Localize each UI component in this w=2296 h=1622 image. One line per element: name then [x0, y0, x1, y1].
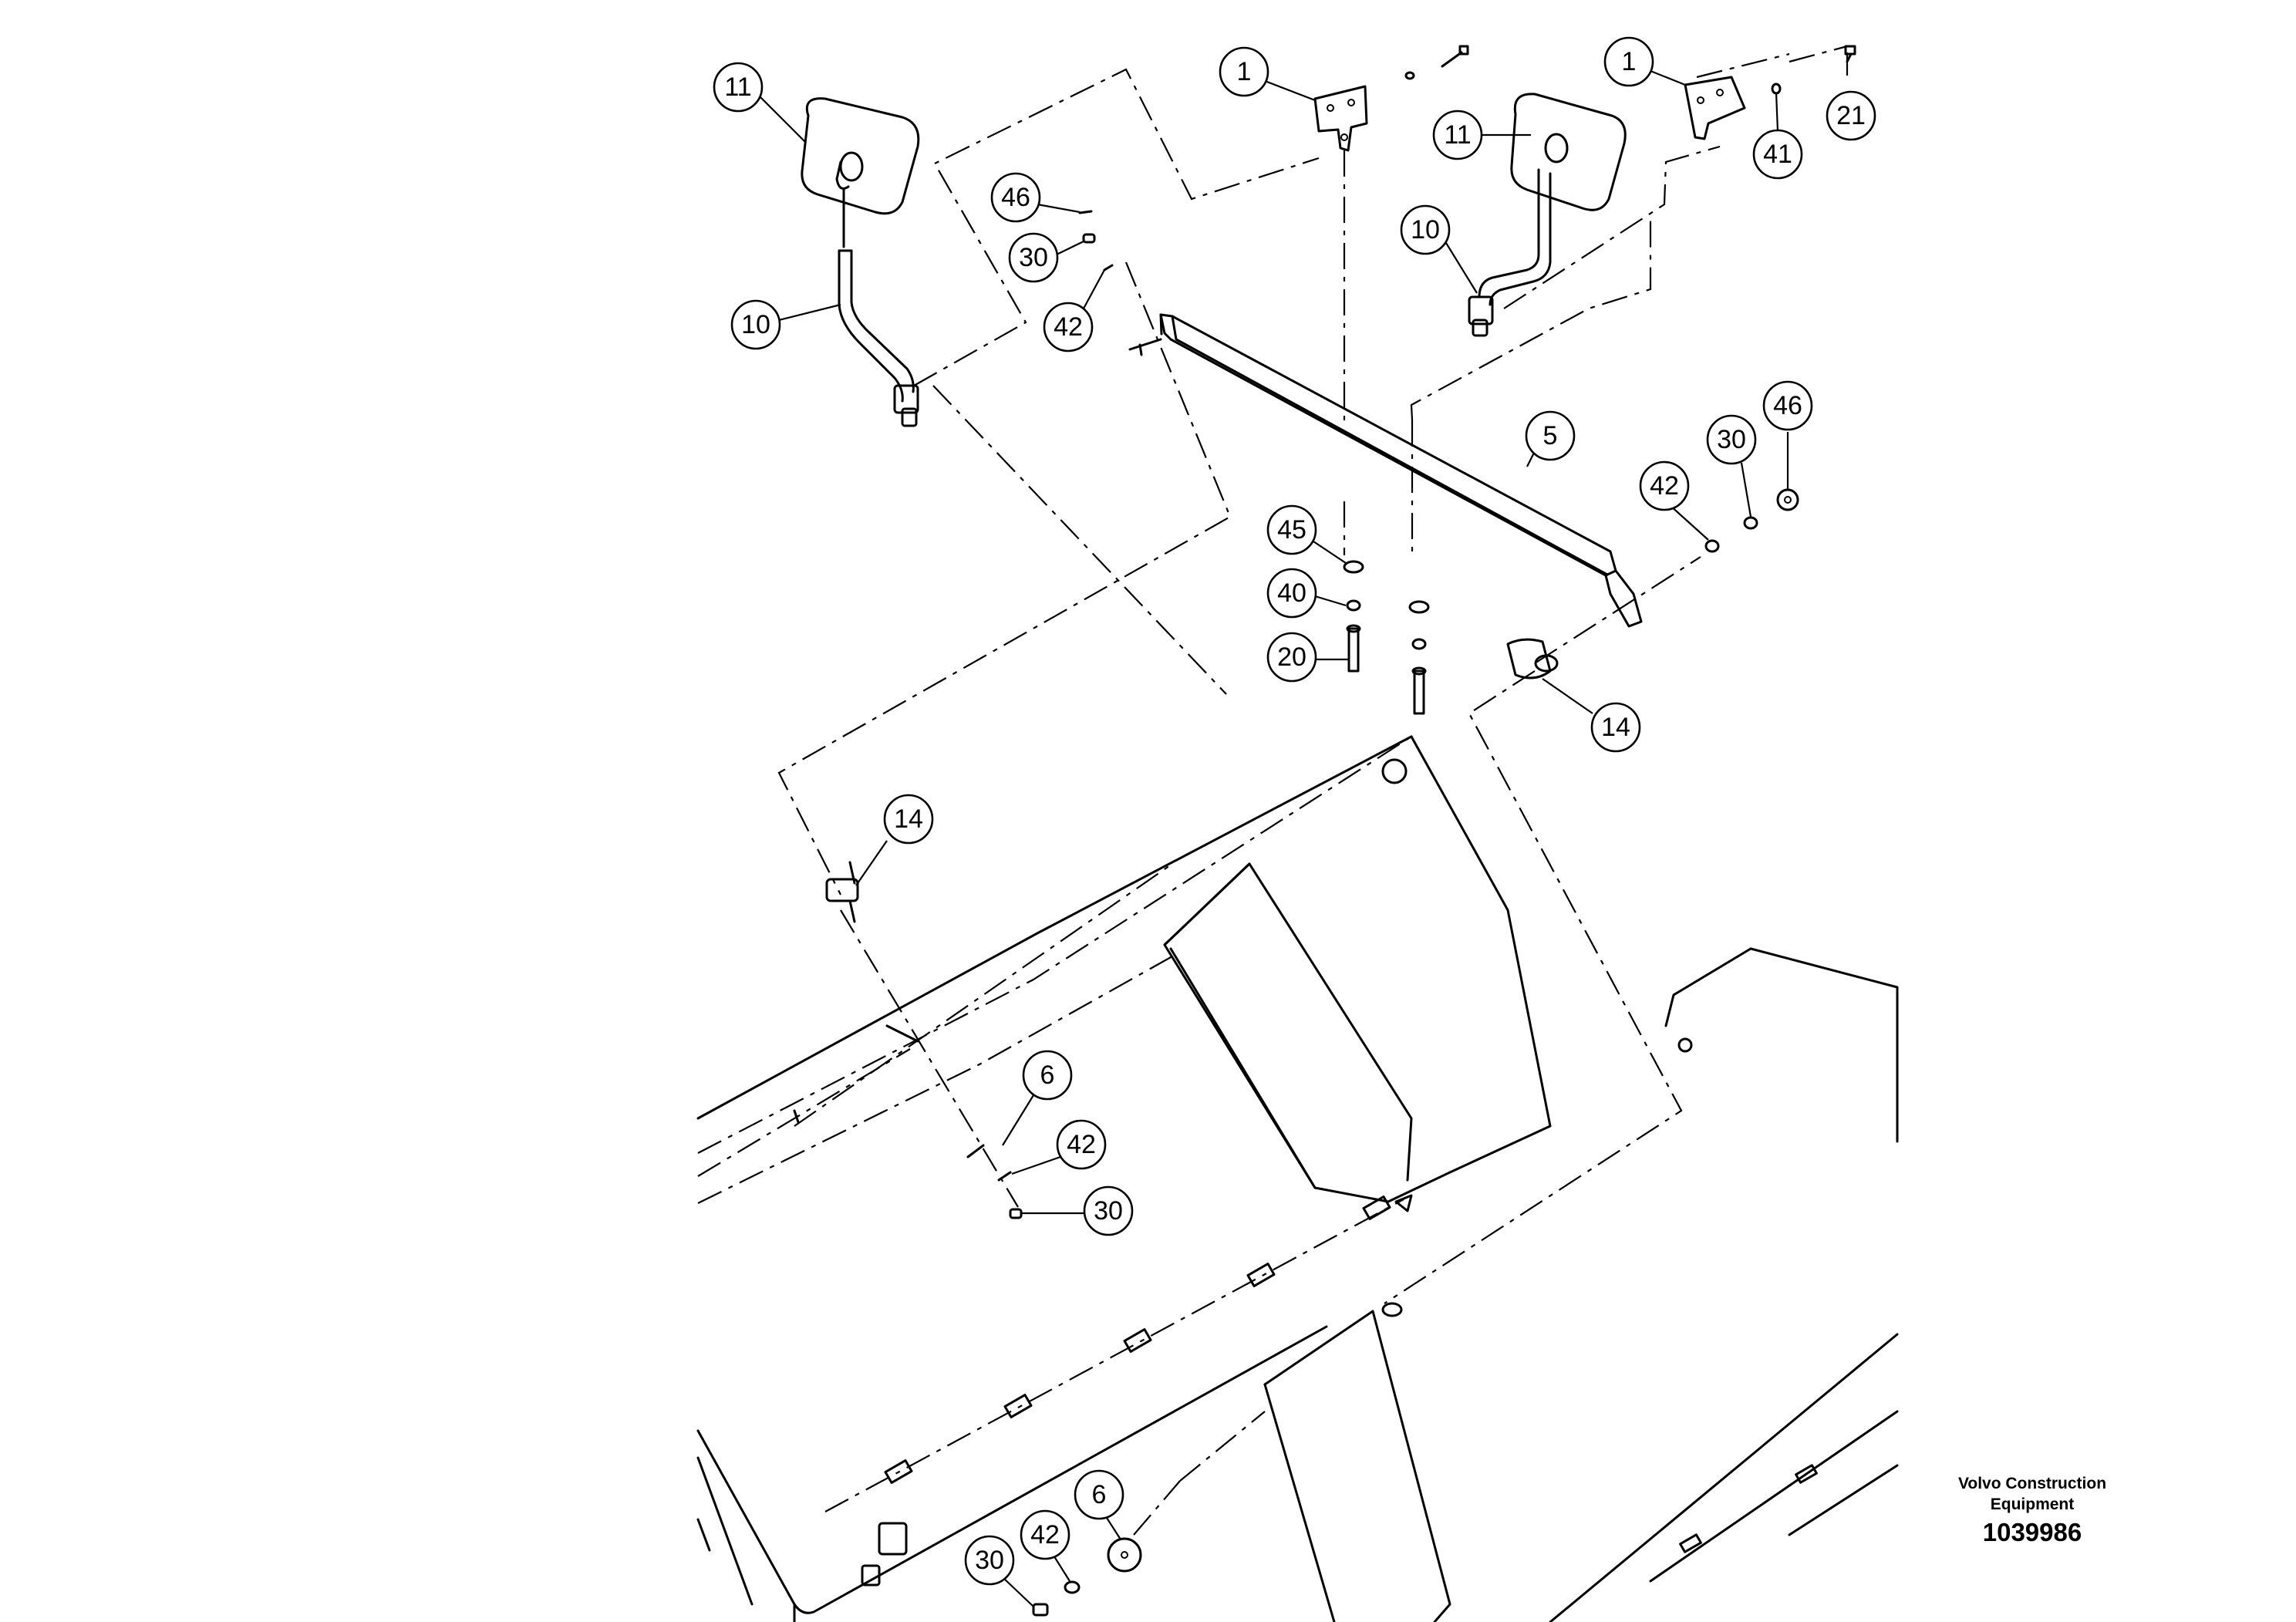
lower-right-panel — [1263, 947, 1899, 1622]
callout-label: 30 — [1717, 425, 1746, 454]
callout-14b: 14 — [855, 794, 934, 886]
callout-label: 11 — [1444, 120, 1471, 150]
callout-46a: 46 — [990, 172, 1081, 223]
assembly-lines — [697, 45, 1848, 1512]
left-mirror-arm — [838, 249, 919, 427]
callout-11b: 11 — [1432, 110, 1531, 160]
drawing-number: 1039986 — [1982, 1518, 2082, 1546]
callout-label: 14 — [1601, 713, 1630, 742]
callout-circle — [990, 172, 1041, 223]
callout-label: 42 — [1030, 1520, 1060, 1549]
hinge-rod — [884, 1194, 1413, 1484]
left-mirror — [801, 97, 920, 248]
callout-30b: 30 — [1706, 414, 1757, 518]
callout-circle — [1525, 410, 1576, 461]
callout-label: 30 — [1094, 1196, 1123, 1226]
callout-label: 46 — [1001, 183, 1030, 212]
callout-circle — [730, 299, 781, 350]
lower-bolts — [1343, 560, 1430, 715]
mounting-bar — [1128, 313, 1643, 628]
callout-41: 41 — [1752, 92, 1803, 180]
callout-circle — [1590, 702, 1641, 753]
callout-label: 42 — [1054, 312, 1083, 342]
callout-circle — [1008, 232, 1059, 283]
callout-14a: 14 — [1542, 678, 1641, 753]
rubber-buffer-left — [825, 861, 859, 923]
callout-label: 42 — [1067, 1130, 1096, 1159]
callout-circle — [1266, 632, 1317, 683]
callout-46b: 46 — [1762, 380, 1813, 490]
callout-circle — [1020, 1509, 1070, 1560]
callout-label: 41 — [1763, 140, 1792, 169]
callout-20: 20 — [1266, 632, 1349, 683]
callout-45: 45 — [1266, 504, 1347, 564]
bracket-right — [1684, 76, 1746, 140]
callout-label: 20 — [1277, 642, 1306, 672]
callout-circle — [1043, 302, 1094, 352]
callout-1a: 1 — [1219, 46, 1316, 102]
callout-label: 6 — [1040, 1061, 1055, 1090]
callout-label: 21 — [1836, 101, 1866, 130]
housing-panel — [696, 735, 1552, 1203]
right-mirror — [1468, 93, 1627, 337]
callout-42a: 42 — [1043, 269, 1105, 352]
callout-21: 21 — [1826, 52, 1876, 141]
lower-left-structure — [696, 1325, 1328, 1622]
callout-label: 10 — [741, 310, 770, 339]
callout-1b: 1 — [1603, 36, 1686, 87]
callout-30c: 30 — [1022, 1185, 1134, 1236]
callout-label: 5 — [1543, 421, 1558, 450]
callout-circle — [1400, 204, 1451, 255]
callout-label: 6 — [1092, 1480, 1107, 1509]
callout-label: 40 — [1277, 578, 1306, 608]
callout-circle — [883, 794, 934, 845]
callout-circle — [1762, 380, 1813, 431]
callout-circle — [1266, 568, 1317, 619]
bottom-small-parts — [966, 1144, 1266, 1617]
callout-label: 30 — [975, 1546, 1004, 1575]
bracket-left — [1313, 85, 1368, 152]
callout-circle — [964, 1535, 1015, 1586]
callout-10a: 10 — [730, 299, 841, 350]
callout-10b: 10 — [1400, 204, 1478, 294]
manufacturer-name: Volvo Construction Equipment — [1957, 1475, 2107, 1513]
callout-circle — [1219, 46, 1269, 97]
callout-label: 1 — [1622, 47, 1637, 76]
callout-42b: 42 — [1639, 460, 1709, 541]
callout-circle — [1022, 1050, 1073, 1101]
callout-label: 42 — [1650, 471, 1679, 501]
callout-11a: 11 — [713, 62, 807, 143]
left-upper-small-parts — [1078, 210, 1114, 271]
callout-circle — [1603, 36, 1654, 87]
callout-42d: 42 — [1020, 1509, 1070, 1582]
callout-label: 10 — [1411, 215, 1440, 244]
callout-circle — [1266, 504, 1317, 555]
callout-6a: 6 — [1002, 1050, 1073, 1146]
callout-label: 14 — [894, 804, 923, 834]
rubber-buffer-right — [1506, 638, 1559, 679]
callout-circle — [1752, 129, 1803, 180]
callout-circle — [1639, 460, 1690, 511]
callout-label: 45 — [1277, 515, 1306, 545]
callout-5: 5 — [1525, 410, 1576, 467]
callout-circle — [1083, 1185, 1134, 1236]
callout-circle — [1432, 110, 1483, 160]
callout-label: 30 — [1019, 243, 1048, 272]
right-small-parts — [1704, 488, 1799, 553]
callout-circle — [1706, 414, 1757, 465]
callout-label: 1 — [1237, 57, 1252, 86]
callout-30d: 30 — [964, 1535, 1034, 1607]
callout-circle — [1056, 1119, 1107, 1170]
callout-6b: 6 — [1074, 1469, 1124, 1540]
callout-circle — [713, 62, 764, 113]
callout-circle — [1826, 90, 1876, 141]
top-fasteners — [1404, 45, 1856, 95]
callout-label: 11 — [724, 73, 751, 102]
callout-30a: 30 — [1008, 232, 1084, 283]
callout-40: 40 — [1266, 568, 1347, 619]
callout-label: 46 — [1773, 391, 1802, 420]
callout-42c: 42 — [1011, 1119, 1107, 1175]
callout-circle — [1074, 1469, 1124, 1520]
